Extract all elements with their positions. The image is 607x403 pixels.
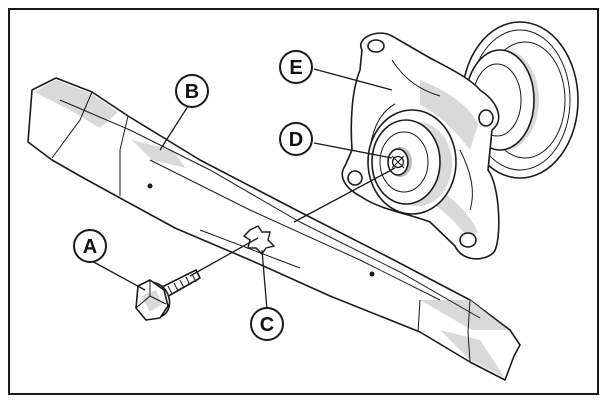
callout-e: E xyxy=(279,50,313,84)
callout-b-label: B xyxy=(185,81,199,103)
callout-c: C xyxy=(250,307,284,341)
leader-line-c2 xyxy=(189,237,259,277)
callout-c-label: C xyxy=(260,314,274,336)
mower-blade xyxy=(27,77,521,381)
callout-a: A xyxy=(73,229,107,263)
leader-line-d xyxy=(313,142,393,159)
callout-d-label: D xyxy=(289,129,303,151)
leader-line-d2 xyxy=(293,167,396,223)
blade-center-hole xyxy=(242,225,276,256)
spindle-hub xyxy=(367,109,457,215)
spindle-assembly xyxy=(341,21,579,260)
leader-line-b xyxy=(159,102,191,151)
callout-e-label: E xyxy=(289,57,302,79)
callout-a-label: A xyxy=(83,236,97,258)
leader-line-c xyxy=(261,249,268,311)
callout-d: D xyxy=(279,122,313,156)
leader-line-e xyxy=(313,68,393,91)
spindle-shaft xyxy=(391,155,405,169)
figure-border xyxy=(8,8,599,395)
leader-line-a xyxy=(89,259,146,291)
blade-bolt xyxy=(135,269,201,321)
callout-b: B xyxy=(175,74,209,108)
